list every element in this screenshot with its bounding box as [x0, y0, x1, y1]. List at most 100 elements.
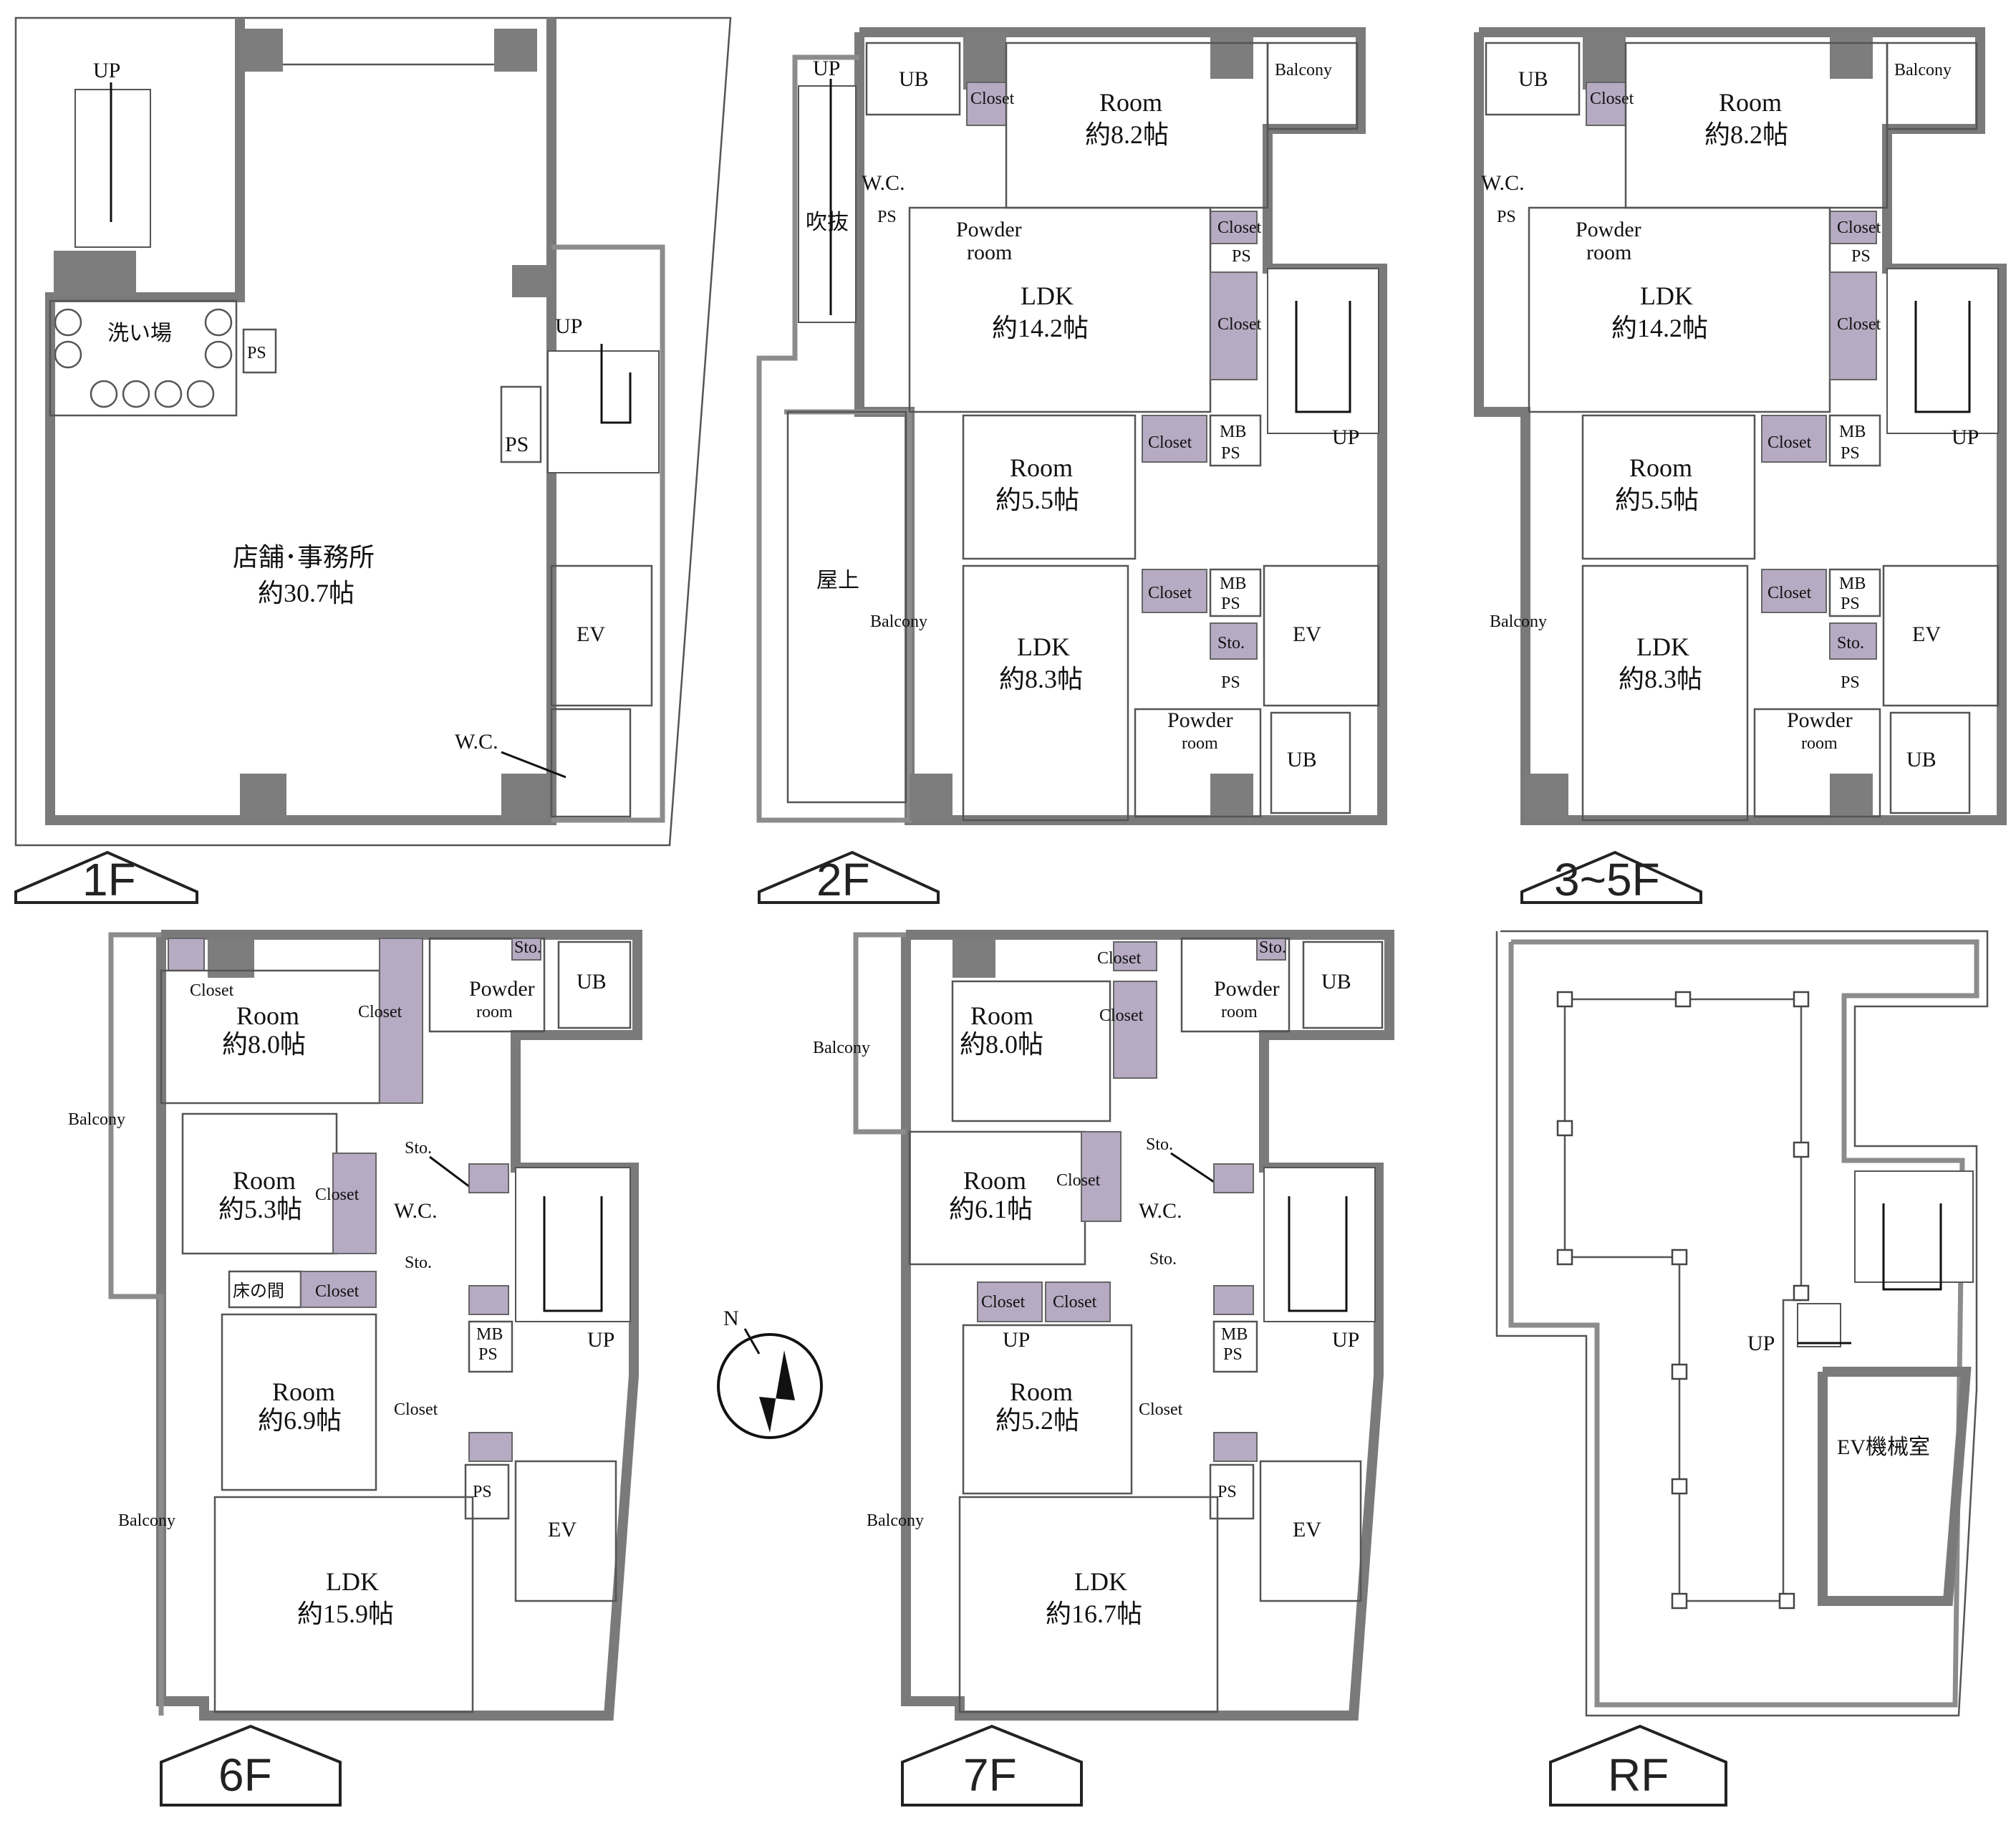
- balcony-2f-1: [1266, 42, 1359, 130]
- mbps-label-6f-b: PS: [478, 1345, 498, 1364]
- washroom-sinks: [54, 308, 233, 408]
- ps-label-35f-3: PS: [1841, 673, 1860, 692]
- room-label-6f-3: Room: [272, 1377, 335, 1406]
- tokonoma-label-6f: 床の間: [233, 1281, 284, 1301]
- closet-7f-3: [1081, 1131, 1122, 1222]
- mbps-label-7f: MB: [1221, 1325, 1248, 1344]
- powder-label-6f-b: room: [476, 1003, 513, 1021]
- ub-label-35f-a: UB: [1518, 67, 1548, 91]
- ev-35f: [1882, 564, 2000, 707]
- ps-label-35f-1: PS: [1497, 208, 1516, 226]
- up-label-7f-1: UP: [1003, 1328, 1030, 1352]
- ldk-label-35f-2: LDK: [1636, 632, 1689, 661]
- closet-label-2f-5: Closet: [1148, 584, 1192, 602]
- floor-tag-7f: [901, 1724, 1083, 1807]
- ps-label-7f: PS: [1217, 1483, 1237, 1501]
- closet-35f-3: [1829, 271, 1877, 380]
- powder-label-2f-1b: room: [967, 241, 1012, 264]
- ldk-size-6f: 約15.9帖: [297, 1600, 394, 1628]
- mbps-7f: [1212, 1320, 1258, 1373]
- powder-label-35f-1b: room: [1586, 241, 1631, 264]
- stair-1f-right: [547, 350, 660, 473]
- mbps-2f-2: [1209, 568, 1262, 617]
- stair-2f: [1267, 268, 1379, 434]
- floor-6f: Closet Room 約8.0帖 Closet Powder room Sto…: [68, 930, 642, 1807]
- floor-tag-2f: [758, 850, 940, 904]
- room-size-7f-3: 約5.2帖: [995, 1406, 1079, 1435]
- ev-label-2f: EV: [1293, 622, 1321, 646]
- stair-arrow-6f: [543, 1196, 603, 1312]
- room-7f-1: [951, 980, 1111, 1122]
- sto-7f-3: [1213, 1285, 1254, 1315]
- site-boundary-1f: [14, 16, 732, 847]
- balcony-35f-1: [1886, 42, 1978, 130]
- closet-7f-4: [977, 1281, 1043, 1322]
- floor-1f: UP 洗い場 PS UP PS EV W.C. 店舗･事務所 約30.7帖 1F: [14, 16, 732, 905]
- closet-6f-5: [468, 1432, 513, 1462]
- ub-label-6f: UB: [577, 970, 607, 994]
- ps-label-2f-3: PS: [1221, 673, 1240, 692]
- closet-label-2f-1: Closet: [970, 90, 1015, 108]
- room-size-6f-2: 約5.3帖: [218, 1195, 302, 1223]
- room-size-2f-1: 約8.2帖: [1085, 120, 1169, 149]
- ub-6f: [557, 941, 632, 1029]
- ev-machine-room-rf: [1818, 1367, 1972, 1606]
- closet-35f-1: [1586, 82, 1626, 126]
- room-label-7f-3: Room: [1010, 1377, 1073, 1406]
- stair-35f: [1886, 268, 1999, 434]
- sto-label-7f-2: Sto.: [1146, 1135, 1173, 1154]
- stair-arrow-2f: [1295, 301, 1351, 413]
- room-label-2f-2: Room: [1010, 453, 1073, 482]
- floor-tag-35f: [1520, 850, 1702, 904]
- ldk-size-35f-2: 約8.3帖: [1619, 665, 1702, 693]
- ldk-7f: [958, 1496, 1219, 1713]
- sto-7f-2: [1213, 1163, 1254, 1193]
- balcony-label-2f-1: Balcony: [1275, 61, 1332, 80]
- balcony-label-2f-2: Balcony: [870, 612, 927, 631]
- ps-1f-a: [242, 328, 277, 374]
- ps-label-6f: PS: [473, 1483, 492, 1501]
- sto-label-2f: Sto.: [1217, 634, 1245, 653]
- ldk-size-35f-1: 約14.2帖: [1611, 314, 1708, 342]
- ldk-label-2f-2: LDK: [1017, 632, 1070, 661]
- floor-tag-1f: [14, 850, 198, 904]
- ldk-size-2f-1: 約14.2帖: [992, 314, 1089, 342]
- ldk-label-35f-1: LDK: [1640, 282, 1693, 310]
- stair-arrow-rf: [1882, 1203, 1942, 1291]
- wc-label-7f: W.C.: [1139, 1199, 1182, 1223]
- balcony-label-7f-1: Balcony: [813, 1039, 870, 1057]
- wc-1f: [550, 708, 632, 818]
- room-35f-2: [1581, 414, 1756, 560]
- powder-label-2f-1: Powder: [956, 218, 1022, 241]
- sto-7f-1: [1256, 938, 1286, 961]
- powder-label-35f-2: Powder: [1787, 708, 1853, 732]
- column-1f-b: [494, 29, 537, 72]
- closet-2f-5: [1142, 569, 1207, 613]
- closet-2f-3: [1210, 271, 1258, 380]
- column-1f-d: [240, 774, 286, 820]
- wall-6f-main: [156, 930, 642, 1721]
- ps-label-2f-1: PS: [877, 208, 897, 226]
- store-label-1f: 店舗･事務所: [233, 543, 375, 572]
- floor-tag-6f: [160, 1724, 342, 1807]
- parapet-rf: [1508, 939, 1979, 1708]
- powder-label-7f-b: room: [1221, 1003, 1258, 1021]
- stair-1f-left: [74, 89, 151, 248]
- ps-label-35f-2: PS: [1851, 247, 1871, 266]
- ps-1f-b: [500, 385, 542, 463]
- ps-7f: [1209, 1463, 1255, 1520]
- powder-label-35f-2b: room: [1801, 734, 1838, 753]
- closet-7f-2: [1113, 981, 1157, 1079]
- ldk-label-7f: LDK: [1074, 1567, 1127, 1596]
- balcony-label-7f-2: Balcony: [867, 1511, 924, 1530]
- closet-6f-1: [168, 938, 205, 971]
- column-1f-f: [512, 265, 551, 297]
- column-7f-a: [952, 938, 995, 978]
- closet-6f-2: [379, 938, 423, 1104]
- column-35f-d: [1830, 774, 1873, 820]
- closet-2f-4: [1142, 415, 1207, 463]
- sto-arrow-6f-2: [429, 1155, 473, 1191]
- stair-up-label-1f-right: UP: [555, 314, 582, 338]
- floor-label-7f: 7F: [963, 1749, 1017, 1801]
- ev-2f: [1263, 564, 1380, 707]
